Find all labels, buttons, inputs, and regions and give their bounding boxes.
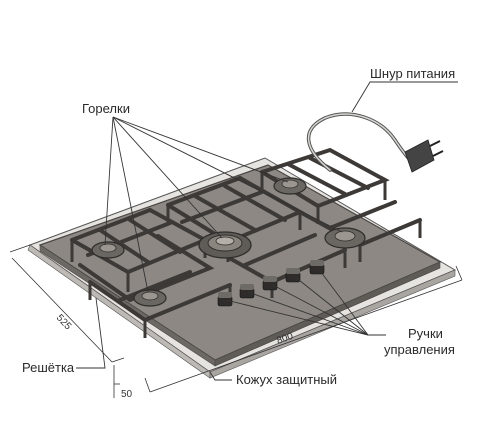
plug-icon [404,139,444,173]
dimension-depth: 525 [54,313,74,333]
leader-line-grate [76,297,106,369]
leader-lines-burners [104,116,343,293]
leader-lines-knobs [225,267,386,336]
label-burners: Горелки [82,101,130,116]
label-protective-casing: Кожух защитный [236,372,337,387]
label-knobs-line1: Ручки [408,326,443,341]
dimension-offset: 50 [121,389,133,400]
label-grate: Решётка [22,360,75,375]
label-knobs-line2: управления [384,342,455,357]
leader-line-casing [209,371,232,381]
burners [91,177,366,307]
leader-line-power-cord [351,81,458,113]
dimension-lines [9,244,463,398]
label-power-cord: Шнур питания [370,66,456,81]
control-knobs [217,260,325,307]
casing-side [209,269,456,379]
